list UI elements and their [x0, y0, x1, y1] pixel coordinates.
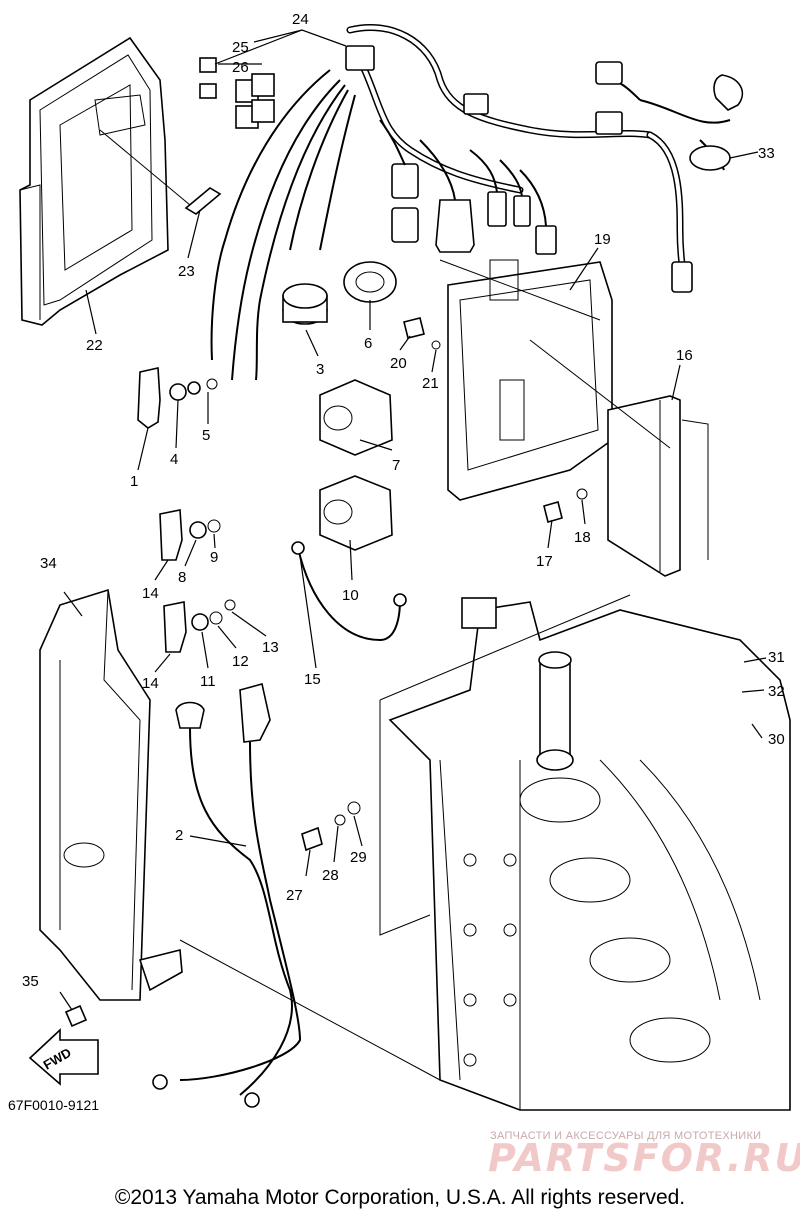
- callout-8: 8: [178, 569, 186, 586]
- part-6-holder: [343, 261, 397, 303]
- part-1-14-boots: [137, 367, 187, 653]
- callout-22: 22: [86, 337, 103, 354]
- callout-18: 18: [574, 529, 591, 546]
- callout-10: 10: [342, 587, 359, 604]
- callout-29: 29: [350, 849, 367, 866]
- engine-block: [388, 597, 791, 1111]
- wiring-harness: [210, 23, 744, 381]
- part-19-bracket: [447, 259, 613, 501]
- part-2-cable: [152, 683, 302, 1108]
- part-34-cover: [39, 588, 183, 1001]
- callout-5: 5: [202, 427, 210, 444]
- callout-26: 26: [232, 59, 249, 76]
- part-10-relay: [319, 475, 393, 551]
- part-3-relay: [282, 283, 328, 325]
- part-16-bracket: [607, 395, 709, 577]
- copyright-notice: ©2013 Yamaha Motor Corporation, U.S.A. A…: [114, 1186, 686, 1209]
- callout-2: 2: [175, 827, 183, 844]
- callout-19: 19: [594, 231, 611, 248]
- callout-11: 11: [200, 673, 216, 690]
- callout-34: 34: [40, 555, 57, 572]
- callout-31: 31: [768, 649, 785, 666]
- callout-9: 9: [210, 549, 218, 566]
- callout-leaders: [59, 29, 767, 1011]
- fwd-arrow-icon: FWD: [28, 1028, 99, 1086]
- callout-23: 23: [178, 263, 195, 280]
- callout-28: 28: [322, 867, 339, 884]
- callout-27: 27: [286, 887, 303, 904]
- callout-21: 21: [422, 375, 439, 392]
- callout-30: 30: [768, 731, 785, 748]
- callout-32: 32: [768, 683, 785, 700]
- reference-lines: [99, 129, 671, 1081]
- part-33-band: [689, 145, 731, 171]
- callout-16: 16: [676, 347, 693, 364]
- callout-17: 17: [536, 553, 553, 570]
- callout-20: 20: [390, 355, 407, 372]
- callout-1: 1: [130, 473, 138, 490]
- callout-numbers: 1 2 3 4 5 6 7 8 9 10 11 12 13 14 14 15 1…: [22, 11, 785, 990]
- callout-35: 35: [22, 973, 39, 990]
- callout-25: 25: [232, 39, 249, 56]
- part-7-relay: [319, 379, 393, 456]
- part-15-cable: [291, 541, 407, 642]
- callout-7: 7: [392, 457, 400, 474]
- part-23-clip: [184, 187, 222, 215]
- callout-14b: 14: [142, 675, 159, 692]
- callout-24: 24: [292, 11, 309, 28]
- watermark-logo: PARTSFOR.RU: [488, 1136, 800, 1180]
- callout-6: 6: [364, 335, 372, 352]
- callout-14a: 14: [142, 585, 159, 602]
- callout-13: 13: [262, 639, 279, 656]
- part-25-26-relays: [199, 57, 275, 129]
- callout-33: 33: [758, 145, 775, 162]
- callout-3: 3: [316, 361, 324, 378]
- callout-15: 15: [304, 671, 321, 688]
- part-22-cover: [19, 36, 169, 326]
- callout-4: 4: [170, 451, 178, 468]
- callout-12: 12: [232, 653, 249, 670]
- drawing-code: 67F0010-9121: [8, 1097, 100, 1113]
- watermark-tagline: ЗАПЧАСТИ И АКСЕССУАРЫ ДЛЯ МОТОТЕХНИКИ: [490, 1130, 762, 1142]
